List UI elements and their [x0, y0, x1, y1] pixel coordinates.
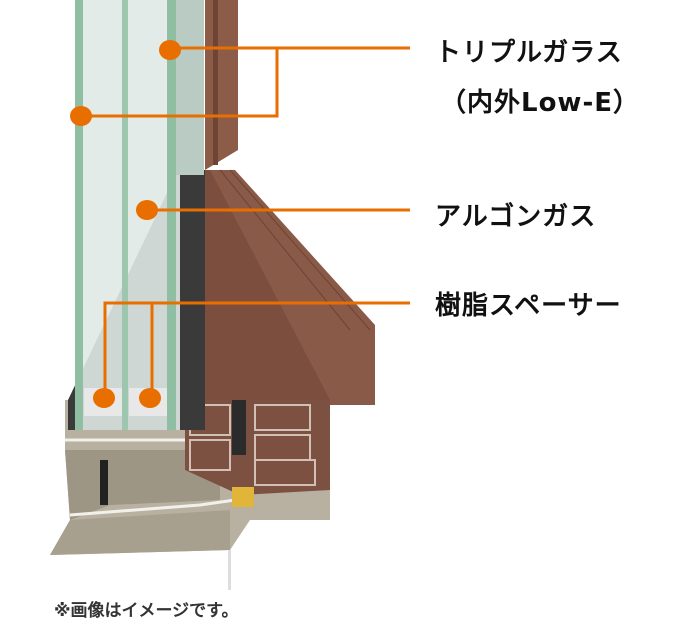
callout-dot-glass-outer: [70, 106, 92, 126]
wood-frame: [180, 0, 375, 507]
callout-dot-glass-inner: [159, 40, 181, 60]
label-resin-spacer: 樹脂スペーサー: [435, 291, 622, 321]
yellow-seal: [232, 487, 254, 507]
triple-glass: [75, 0, 204, 430]
image-disclaimer: ※画像はイメージです。: [54, 601, 239, 621]
label-triple-glass: トリプルガラス: [435, 38, 623, 68]
label-low-e: （内外Low-E）: [440, 88, 641, 118]
callout-dot-spacer-right: [139, 388, 161, 408]
label-argon-gas: アルゴンガス: [435, 202, 597, 232]
callout-dot-argon: [136, 200, 158, 220]
callout-dot-spacer-left: [93, 388, 115, 408]
callout-lines: [80, 46, 410, 398]
